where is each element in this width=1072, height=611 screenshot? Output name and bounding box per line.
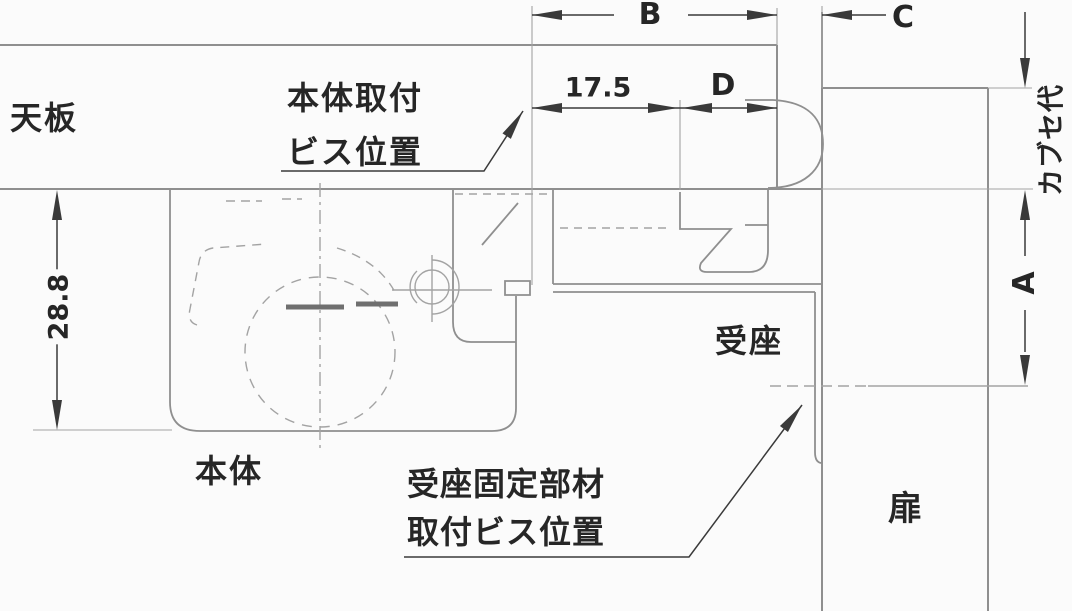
- label-strike-fix-line1: 受座固定部材: [406, 465, 606, 503]
- label-top-panel: 天板: [10, 99, 79, 137]
- hidden-mechanism-detail: [188, 183, 1028, 450]
- dim-label-C: C: [891, 0, 915, 35]
- dim-label-B: B: [634, 0, 666, 30]
- label-strike-fix-line2: 取付ビス位置: [406, 513, 606, 551]
- dimension-arrowheads: [52, 10, 1030, 432]
- dim-label-28-8: 28.8: [44, 269, 75, 345]
- dimension-lines: [56, 12, 1026, 558]
- label-body-mount-screw-line1: 本体取付: [287, 79, 424, 117]
- catch-body-outline: [169, 99, 824, 464]
- label-strike-seat: 受座: [714, 322, 784, 360]
- label-body-mount-screw-line2: ビス位置: [287, 133, 424, 171]
- label-body: 本体: [194, 452, 264, 490]
- extension-lines: [33, 6, 1033, 431]
- panel-and-door-outline: [0, 12, 989, 611]
- dim-label-A: A: [1007, 267, 1042, 299]
- label-door: 扉: [888, 489, 924, 529]
- dim-label-D: D: [710, 68, 736, 103]
- label-overlay-allowance: カブセ代: [1036, 84, 1068, 196]
- leader-seat-screw: [404, 404, 803, 558]
- spring-hidden-dashes: [286, 301, 398, 310]
- dim-label-17-5: 17.5: [564, 72, 632, 104]
